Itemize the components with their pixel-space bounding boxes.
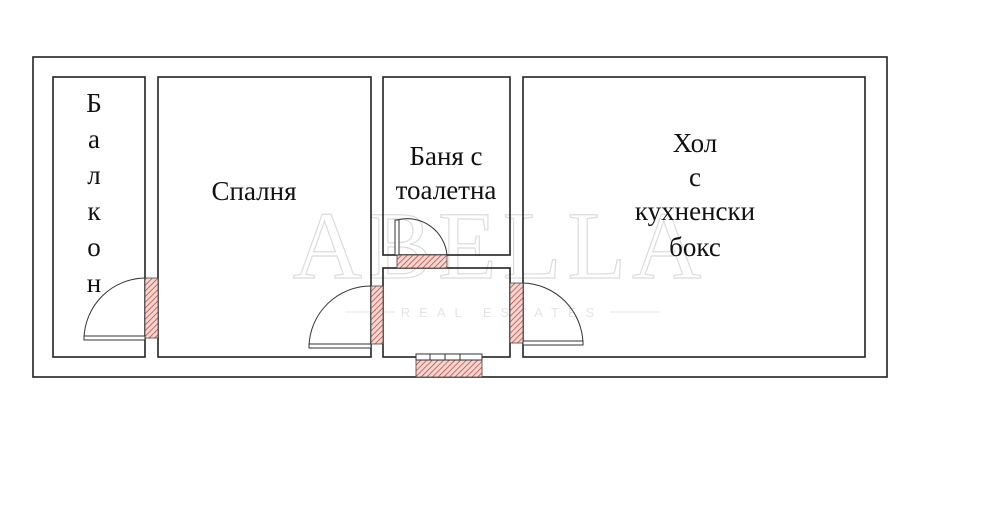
svg-text:с: с [689, 162, 701, 192]
balcony-door-opening [144, 277, 159, 339]
svg-text:Б: Б [86, 88, 102, 118]
bedroom-door-opening [370, 285, 384, 345]
svg-text:л: л [87, 160, 100, 190]
entrance-door [415, 353, 483, 361]
svg-text:бокс: бокс [669, 232, 721, 262]
balcony-door [83, 277, 146, 341]
bedroom-door [308, 285, 372, 349]
watermark-brand: ABELLA [293, 192, 708, 299]
living-room [522, 76, 866, 358]
bedroom-label: Спалня [211, 176, 296, 206]
svg-text:о: о [87, 232, 101, 262]
svg-text:н: н [87, 268, 101, 298]
svg-text:Хол: Хол [673, 128, 717, 158]
svg-text:к: к [87, 196, 101, 226]
balcony-room [52, 76, 146, 358]
watermark-tagline: REAL ESTATES [401, 305, 603, 320]
bathroom-door [394, 218, 448, 256]
living-label: Хол с кухненски бокс [635, 128, 755, 262]
svg-text:тоалетна: тоалетна [396, 175, 497, 205]
watermark: ABELLA REAL ESTATES [292, 191, 708, 320]
svg-text:Баня с: Баня с [409, 141, 482, 171]
svg-text:а: а [88, 124, 100, 154]
living-door [522, 282, 584, 346]
svg-text:кухненски: кухненски [635, 196, 755, 226]
living-door-opening [509, 282, 524, 344]
balcony-label: Б а л к о н [86, 88, 102, 298]
bathroom-door-opening [396, 254, 448, 269]
bathroom-label: Баня с тоалетна [396, 141, 497, 205]
bedroom-room [157, 76, 372, 358]
